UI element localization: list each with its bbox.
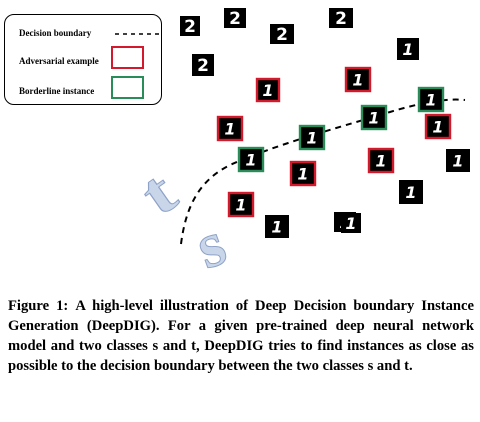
digit-glyph: 2: [335, 9, 347, 29]
digit-glyph: 2: [197, 56, 209, 76]
digit-glyph: 2: [184, 17, 196, 37]
caption-label: Figure 1:: [8, 298, 69, 314]
legend-adversarial-label: Adversarial example: [19, 56, 99, 66]
adversarial-example-tile: 1: [424, 113, 452, 140]
legend-box: Decision boundary Adversarial example Bo…: [4, 14, 162, 105]
digit-tile: 1: [341, 213, 361, 233]
digit-tile: 2: [224, 8, 246, 29]
digit-tile: 1: [397, 38, 419, 60]
arrow-s-glyph: s: [187, 207, 235, 282]
figure-canvas: t s 2222211111111111111111: [127, 8, 470, 283]
digit-glyph: 1: [345, 214, 356, 233]
digit-tiles: 2222211111111111111111: [180, 8, 470, 238]
digit-tile: 1: [399, 180, 423, 204]
digit-glyph: 1: [245, 151, 256, 170]
figure-illustration: t s 2222211111111111111111 Decision boun…: [4, 8, 470, 283]
caption-text: A high-level illustration of Deep Decisi…: [8, 298, 474, 374]
digit-glyph: 2: [229, 9, 241, 29]
borderline-instance-tile: 1: [298, 124, 326, 151]
digit-glyph: 2: [276, 25, 288, 45]
digit-glyph: 1: [306, 129, 317, 148]
digit-glyph: 1: [224, 120, 235, 139]
adversarial-example-tile: 1: [367, 147, 395, 174]
borderline-instance-tile: 1: [417, 86, 445, 113]
digit-tile: 1: [446, 149, 470, 172]
digit-tile: 2: [180, 16, 200, 37]
adversarial-example-tile: 1: [289, 160, 317, 187]
adversarial-example-tile: 1: [255, 77, 281, 103]
arrow-t-glyph: t: [128, 157, 189, 229]
adversarial-example-tile: 1: [344, 66, 372, 93]
digit-tile: 1: [265, 215, 289, 238]
digit-glyph: 1: [352, 71, 363, 90]
digit-glyph: 1: [432, 118, 443, 137]
legend-borderline-swatch: [111, 76, 144, 99]
borderline-instance-tile: 1: [237, 146, 265, 173]
digit-tile: 2: [192, 54, 214, 76]
digit-glyph: 1: [402, 40, 413, 59]
adversarial-example-tile: 1: [216, 115, 244, 142]
legend-boundary-label: Decision boundary: [19, 28, 92, 38]
digit-tile: 2: [270, 24, 294, 45]
adversarial-example-tile: 1: [227, 191, 255, 218]
digit-glyph: 1: [375, 152, 386, 171]
digit-glyph: 1: [235, 196, 246, 215]
borderline-instance-tile: 1: [360, 104, 388, 131]
digit-glyph: 1: [452, 152, 463, 171]
digit-glyph: 1: [262, 81, 273, 100]
legend-adversarial-swatch: [111, 46, 144, 69]
digit-glyph: 1: [368, 109, 379, 128]
digit-glyph: 1: [405, 183, 416, 202]
digit-tile: 2: [329, 8, 353, 29]
digit-glyph: 1: [271, 218, 282, 237]
legend-borderline-label: Borderline instance: [19, 86, 95, 96]
legend-dash-sample: [115, 33, 161, 35]
figure-caption: Figure 1: A high-level illustration of D…: [8, 296, 474, 376]
digit-glyph: 1: [425, 91, 436, 110]
digit-glyph: 1: [297, 165, 308, 184]
